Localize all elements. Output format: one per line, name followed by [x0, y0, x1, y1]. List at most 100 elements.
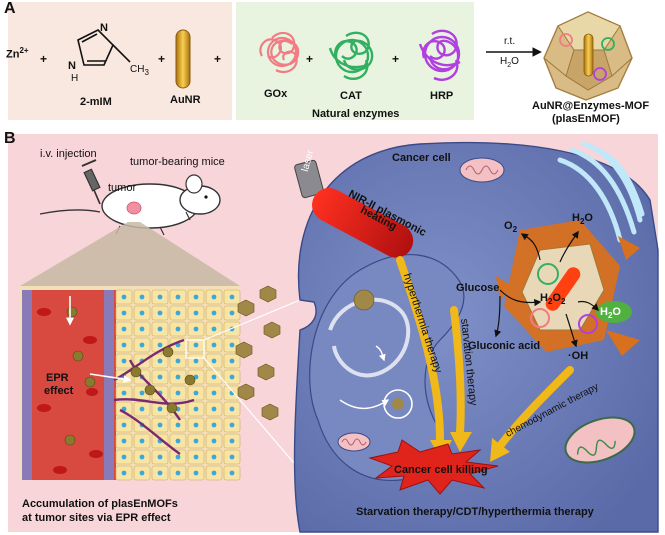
tumor-cell-nucleus — [175, 374, 181, 380]
tumor-cell-nucleus — [175, 454, 181, 460]
tumor-bearing-mice-label: tumor-bearing mice — [130, 156, 225, 168]
tumor-cell-nucleus — [157, 294, 163, 300]
tumor-cell-nucleus — [229, 358, 235, 364]
tumor-cell-nucleus — [211, 470, 217, 476]
tumor-cell-nucleus — [175, 326, 181, 332]
mim-h: H — [71, 73, 79, 84]
tumor-cell-nucleus — [139, 406, 145, 412]
therapy-arrows — [396, 256, 574, 450]
tumor-cell-nucleus — [193, 358, 199, 364]
panel-a-tag: A — [4, 0, 16, 17]
tumor-cell-nucleus — [121, 470, 127, 476]
tumor-cell-nucleus — [193, 470, 199, 476]
mim-n: N — [100, 22, 108, 34]
enzyme-gox-icon — [259, 31, 300, 74]
tumor-cell-nucleus — [175, 422, 181, 428]
tumor-cell-nucleus — [211, 422, 217, 428]
tumor-cell-nucleus — [175, 294, 181, 300]
tumor-cell-nucleus — [121, 294, 127, 300]
tumor-tissue-block — [20, 286, 241, 481]
tumor-cell-nucleus — [175, 390, 181, 396]
tumor-cell-nucleus — [175, 470, 181, 476]
h2o-right-label: H2O — [600, 306, 621, 321]
tumor-cell-nucleus — [139, 390, 145, 396]
tumor-cell-nucleus — [211, 326, 217, 332]
tumor-cell-nucleus — [139, 294, 145, 300]
condition-bottom: H2O — [500, 56, 519, 69]
tumor-cell-nucleus — [211, 438, 217, 444]
o2-label: O2 — [504, 220, 518, 235]
tumor-label: tumor — [108, 182, 137, 194]
tumor-cell-nucleus — [157, 358, 163, 364]
natural-enzymes-label: Natural enzymes — [312, 108, 400, 120]
mim-nh: N — [68, 60, 76, 72]
tumor-cell-nucleus — [121, 454, 127, 460]
tumor-cell-nucleus — [211, 358, 217, 364]
epr-line1: EPR — [46, 372, 69, 384]
syringe-icon — [81, 159, 101, 205]
tumor-cell-nucleus — [139, 326, 145, 332]
mim-label: 2-mIM — [80, 96, 112, 108]
tumor-cell-nucleus — [175, 310, 181, 316]
plasenmof-particles — [235, 285, 281, 421]
tumor-cell-nucleus — [229, 422, 235, 428]
tumor-cell-nucleus — [157, 326, 163, 332]
zn-label: Zn2+ — [6, 46, 29, 61]
hrp-label: HRP — [430, 90, 454, 102]
accum-line2: at tumor sites via EPR effect — [22, 512, 171, 524]
tumor-cell-nucleus — [211, 454, 217, 460]
panel-a-reactants-bg — [8, 2, 232, 120]
tumor-cell-nucleus — [139, 470, 145, 476]
plus-sign-2: + — [158, 52, 166, 66]
tumor-cell-nucleus — [175, 358, 181, 364]
tumor-cell-nucleus — [229, 470, 235, 476]
tumor-cell-nucleus — [229, 374, 235, 380]
burst-shape-icon — [368, 439, 499, 495]
tumor-cell-nucleus — [139, 342, 145, 348]
tumor-cell-nucleus — [193, 310, 199, 316]
tumor-cell-nucleus — [175, 438, 181, 444]
tumor-cell-nucleus — [229, 310, 235, 316]
h2o2-label: H2O2 — [540, 292, 566, 307]
tumor-cell-nucleus — [121, 438, 127, 444]
mouse-icon — [39, 174, 221, 236]
plus-sign: + — [40, 52, 48, 66]
tumor-cell-nucleus — [229, 406, 235, 412]
iv-injection-label: i.v. injection — [40, 148, 97, 160]
imidazole-structure-icon — [77, 29, 131, 66]
tumor-cell-nucleus — [139, 438, 145, 444]
panel-b-tag: B — [4, 130, 16, 147]
central-mof — [496, 220, 640, 356]
plus-sign-3: + — [214, 52, 222, 66]
plus-sign-5: + — [392, 52, 400, 66]
tumor-cell-nucleus — [157, 342, 163, 348]
epr-line2: effect — [44, 385, 74, 397]
tumor-cell-nucleus — [157, 470, 163, 476]
tumor-cell-nucleus — [121, 326, 127, 332]
tumor-cell-nucleus — [157, 406, 163, 412]
product-line1: AuNR@Enzymes-MOF — [532, 100, 650, 112]
tumor-cell-nucleus — [193, 454, 199, 460]
tumor-cell-nucleus — [157, 454, 163, 460]
tumor-cell-nucleus — [229, 438, 235, 444]
cat-label: CAT — [340, 90, 362, 102]
tumor-cell-nucleus — [157, 310, 163, 316]
accum-line1: Accumulation of plasEnMOFs — [22, 498, 178, 510]
golgi-icon — [557, 141, 645, 243]
aunr-label: AuNR — [170, 94, 201, 106]
tumor-cell-nucleus — [193, 422, 199, 428]
tumor-cell-nucleus — [211, 406, 217, 412]
mof-polyhedron-icon — [543, 11, 633, 101]
enzyme-hrp-icon — [418, 29, 461, 81]
laser-device-icon — [294, 159, 324, 199]
cancer-cell-label: Cancer cell — [392, 152, 451, 164]
tumor-cell-nucleus — [211, 390, 217, 396]
gold-nanorod-icon — [175, 29, 191, 89]
killing-label: Cancer cell killing — [394, 464, 488, 476]
magnification-cone — [20, 222, 240, 286]
h2o-top-label: H2O — [572, 212, 593, 227]
tumor-cell-nucleus — [139, 310, 145, 316]
laser-beam — [312, 187, 414, 258]
bottom-caption: Starvation therapy/CDT/hyperthermia ther… — [356, 506, 594, 518]
